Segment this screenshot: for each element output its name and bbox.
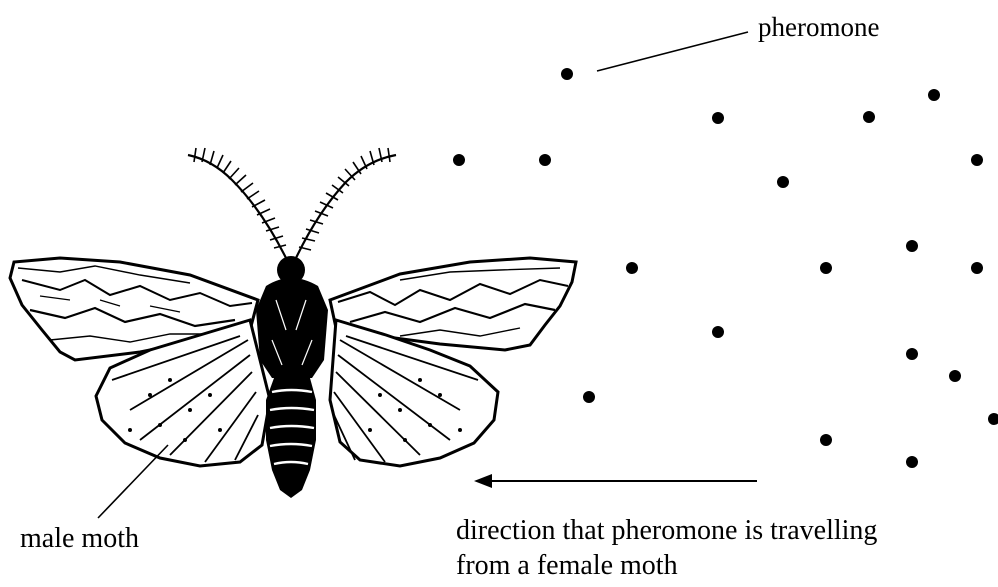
pheromone-dot [777,176,789,188]
pheromone-dot [949,370,961,382]
pheromone-dot [539,154,551,166]
pheromone-leader-line [597,32,748,71]
moth-illustration [10,148,576,498]
pheromone-dot [820,262,832,274]
pheromone-dot [906,348,918,360]
antenna-right [296,148,396,258]
pheromone-dot [712,112,724,124]
pheromone-dot [626,262,638,274]
pheromone-dot [906,456,918,468]
pheromone-dot [928,89,940,101]
pheromone-dot [988,413,998,425]
pheromone-dot [561,68,573,80]
direction-arrow [474,474,757,488]
male-moth-label: male moth [20,523,139,555]
pheromone-dot [820,434,832,446]
pheromone-dot [863,111,875,123]
pheromone-dot [453,154,465,166]
pheromone-dot [971,262,983,274]
direction-label-line1: direction that pheromone is travelling [456,515,877,547]
pheromone-dot [712,326,724,338]
moth-body [256,256,328,498]
male-moth-leader-line [98,445,168,518]
antenna-left [188,148,286,258]
pheromone-dot [906,240,918,252]
pheromone-dot [971,154,983,166]
pheromone-dot [583,391,595,403]
pheromone-label: pheromone [758,12,879,43]
direction-label-line2: from a female moth [456,550,678,582]
